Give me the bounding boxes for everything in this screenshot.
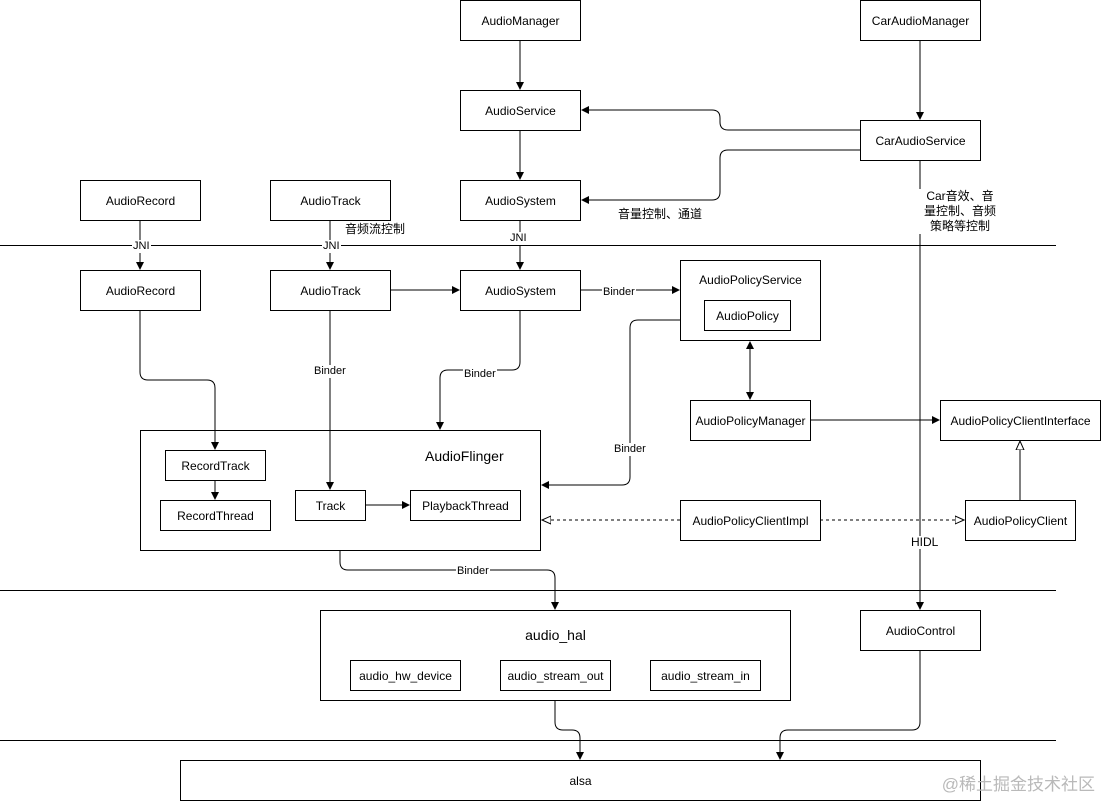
audio-policy-service-title: AudioPolicyService [699, 273, 802, 287]
edge-label-binder-track: Binder [313, 365, 347, 378]
node-audio-policy[interactable]: AudioPolicy [704, 300, 791, 331]
edge-audioflinger-audiohal [339, 550, 559, 610]
note-car-control: Car音效、音 量控制、音频 策略等控制 [918, 189, 1002, 234]
node-record-thread[interactable]: RecordThread [160, 500, 271, 531]
group-audio-hal[interactable] [320, 610, 791, 701]
node-audio-service[interactable]: AudioService [460, 90, 581, 131]
note-car-control-line-3: 策略等控制 [929, 219, 990, 233]
edge-label-jni-record: JNI [132, 240, 151, 253]
node-audio-track-app[interactable]: AudioTrack [270, 180, 391, 221]
edge-audiocontrol-alsa [776, 650, 921, 760]
node-audio-system-app[interactable]: AudioSystem [460, 180, 581, 221]
node-audio-stream-out[interactable]: audio_stream_out [500, 660, 611, 691]
layer-divider-framework [0, 245, 1056, 246]
node-audio-hw-device[interactable]: audio_hw_device [350, 660, 461, 691]
edge-label-binder-flinger: Binder [613, 443, 647, 456]
edge-label-jni-system: JNI [509, 232, 528, 245]
edge-audiohal-alsa [554, 700, 584, 760]
note-car-control-line-1: Car音效、音 [926, 189, 994, 203]
node-alsa[interactable]: alsa [180, 760, 981, 801]
node-audio-policy-manager[interactable]: AudioPolicyManager [690, 400, 811, 441]
note-car-control-line-2: 量控制、音频 [923, 204, 996, 218]
note-stream-control: 音频流控制 [345, 222, 406, 236]
node-audio-control[interactable]: AudioControl [860, 610, 981, 651]
node-audio-policy-client-impl[interactable]: AudioPolicyClientImpl [680, 500, 821, 541]
node-audio-track-native[interactable]: AudioTrack [270, 270, 391, 311]
node-audio-stream-in[interactable]: audio_stream_in [650, 660, 761, 691]
node-audio-policy-client[interactable]: AudioPolicyClient [965, 500, 1076, 541]
edge-caraudioservice-audiosystem [581, 149, 860, 204]
node-playback-thread[interactable]: PlaybackThread [410, 490, 521, 521]
edge-label-binder-hal: Binder [456, 565, 490, 578]
edge-label-jni-track: JNI [322, 240, 341, 253]
audio-flinger-title: AudioFlinger [425, 448, 504, 464]
edge-label-binder-system: Binder [463, 368, 497, 381]
edge-audiorecord-recordtrack [139, 310, 219, 450]
node-audio-system-native[interactable]: AudioSystem [460, 270, 581, 311]
watermark: @稀土掘金技术社区 [941, 775, 1095, 794]
node-audio-policy-client-interface[interactable]: AudioPolicyClientInterface [940, 400, 1101, 441]
edge-label-binder-policy-service: Binder [602, 286, 636, 299]
audio-hal-title: audio_hal [525, 627, 586, 643]
note-volume-channel: 音量控制、通道 [618, 207, 703, 221]
edge-label-hidl: HIDL [910, 535, 940, 549]
node-audio-record-native[interactable]: AudioRecord [80, 270, 201, 311]
layer-divider-native [0, 590, 1056, 591]
node-track[interactable]: Track [295, 490, 366, 521]
node-audio-manager[interactable]: AudioManager [460, 0, 581, 41]
group-audio-policy-service[interactable] [680, 260, 821, 341]
node-car-audio-manager[interactable]: CarAudioManager [860, 0, 981, 41]
node-record-track[interactable]: RecordTrack [165, 450, 266, 481]
node-audio-record-app[interactable]: AudioRecord [80, 180, 201, 221]
edge-caraudioservice-audioservice [581, 106, 860, 131]
group-audio-flinger[interactable] [140, 430, 541, 551]
node-car-audio-service[interactable]: CarAudioService [860, 120, 981, 161]
edge-audiopolicyservice-audioflinger [541, 319, 680, 489]
layer-divider-hal [0, 740, 1056, 741]
